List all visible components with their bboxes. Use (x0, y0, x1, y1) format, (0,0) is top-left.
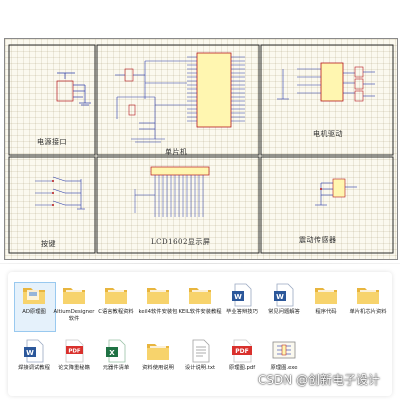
svg-text:PDF: PDF (235, 348, 248, 355)
panel-motor-border (260, 44, 394, 156)
mcu-peripheral-circuit (115, 60, 187, 143)
folder-icon (105, 288, 127, 304)
panel-label-mcu: 单片机 (165, 148, 188, 156)
file-name-label: C语言教程资料 (98, 309, 134, 315)
file-item-faq[interactable]: W 常见问题解答 (264, 282, 304, 330)
lcd-connector-symbol (134, 166, 210, 217)
file-item-schematic-exe[interactable]: 原理图.exe (264, 338, 304, 386)
folder-icon (147, 288, 169, 304)
key-switches-symbol (35, 176, 85, 210)
file-item-altium-software[interactable]: AltiumDesigner软件 (54, 282, 94, 330)
word-icon: W (24, 339, 44, 363)
image-icon (272, 341, 296, 359)
file-name-label: 焊接调试教程 (18, 365, 50, 371)
section-divider (0, 263, 400, 264)
file-item-soldering-guide[interactable]: W 焊接调试教程 (14, 338, 54, 386)
file-explorer-panel: AD原理图 AltiumDesigner软件 C语言教程资料 keil4软件安装… (8, 272, 392, 396)
excel-icon: X (106, 339, 126, 363)
panel-label-lcd: LCD1602显示屏 (151, 238, 211, 246)
panel-lcd-border (96, 156, 260, 254)
file-item-design-notes-txt[interactable]: 设计说明.txt (180, 338, 220, 386)
file-name-label: 毕业答辩技巧 (226, 309, 258, 315)
folder-icon (147, 344, 169, 360)
file-name-label: keil4软件安装包 (138, 309, 178, 315)
panel-keys-border (8, 156, 96, 254)
folder-icon (189, 288, 211, 304)
file-name-label: 原理图.exe (270, 365, 298, 371)
file-item-usage-notes[interactable]: 资料使用说明 (138, 338, 178, 386)
panel-label-sensor: 震动传感器 (299, 236, 337, 244)
file-item-program-code[interactable]: 程序代码 (306, 282, 346, 330)
panel-sensor-border (260, 156, 394, 254)
panel-label-motor: 电机驱动 (313, 130, 343, 138)
file-name-label: AltiumDesigner软件 (53, 309, 95, 322)
folder-icon (23, 288, 45, 304)
file-name-label: 单片机芯片资料 (349, 309, 387, 315)
schematic-image: 电源接口 单片机 电机驱动 按键 LCD1602显示屏 震动传感器 (4, 38, 398, 260)
file-name-label: 常见问题解答 (268, 309, 300, 315)
file-name-label: 资料使用说明 (142, 365, 174, 371)
vibration-sensor-symbol (315, 178, 357, 206)
word-icon: W (274, 283, 294, 307)
file-name-label: 论文降重秘籍 (58, 365, 90, 371)
file-name-label: KEIL软件安装教程 (178, 309, 222, 315)
folder-icon (63, 288, 85, 304)
svg-text:PDF: PDF (68, 349, 81, 355)
file-item-ad-schematic[interactable]: AD原理图 (14, 282, 56, 332)
folder-icon (357, 288, 379, 304)
csdn-watermark: CSDN @创新电子设计 (257, 373, 380, 387)
schematic-drawing (8, 44, 394, 254)
word-icon: W (232, 283, 252, 307)
file-name-label: AD原理图 (22, 309, 46, 315)
file-item-schematic-pdf[interactable]: PDF 原理图.pdf (222, 338, 262, 386)
svg-text:W: W (234, 293, 242, 301)
power-jack-symbol (56, 72, 91, 106)
file-item-keil-install-guide[interactable]: KEIL软件安装教程 (178, 282, 222, 330)
folder-icon (315, 288, 337, 304)
file-item-defense-tips[interactable]: W 毕业答辩技巧 (222, 282, 262, 330)
panel-mcu-border (96, 44, 260, 156)
mcu-chip-symbol (187, 52, 245, 128)
file-name-label: 原理图.pdf (228, 365, 256, 371)
pdf-icon: PDF (65, 339, 84, 363)
file-item-c-tutorial[interactable]: C语言教程资料 (96, 282, 136, 330)
panel-borders (8, 44, 394, 254)
file-name-label: 程序代码 (315, 309, 337, 315)
file-item-thesis-dedup[interactable]: PDF 论文降重秘籍 (54, 338, 94, 386)
file-name-label: 元器件清单 (102, 365, 130, 371)
svg-text:W: W (276, 293, 284, 301)
motor-driver-symbol (277, 62, 375, 102)
file-item-keil4-package[interactable]: keil4软件安装包 (138, 282, 178, 330)
file-name-label: 设计说明.txt (184, 365, 216, 371)
panel-label-power: 电源接口 (37, 138, 67, 146)
file-item-component-list[interactable]: X 元器件清单 (96, 338, 136, 386)
text-icon (192, 339, 210, 363)
file-item-mcu-datasheet[interactable]: 单片机芯片资料 (348, 282, 388, 330)
svg-text:W: W (26, 349, 34, 357)
panel-power-border (8, 44, 96, 156)
pdf-icon: PDF (232, 339, 252, 363)
svg-text:X: X (109, 349, 115, 357)
panel-label-keys: 按键 (41, 240, 56, 248)
